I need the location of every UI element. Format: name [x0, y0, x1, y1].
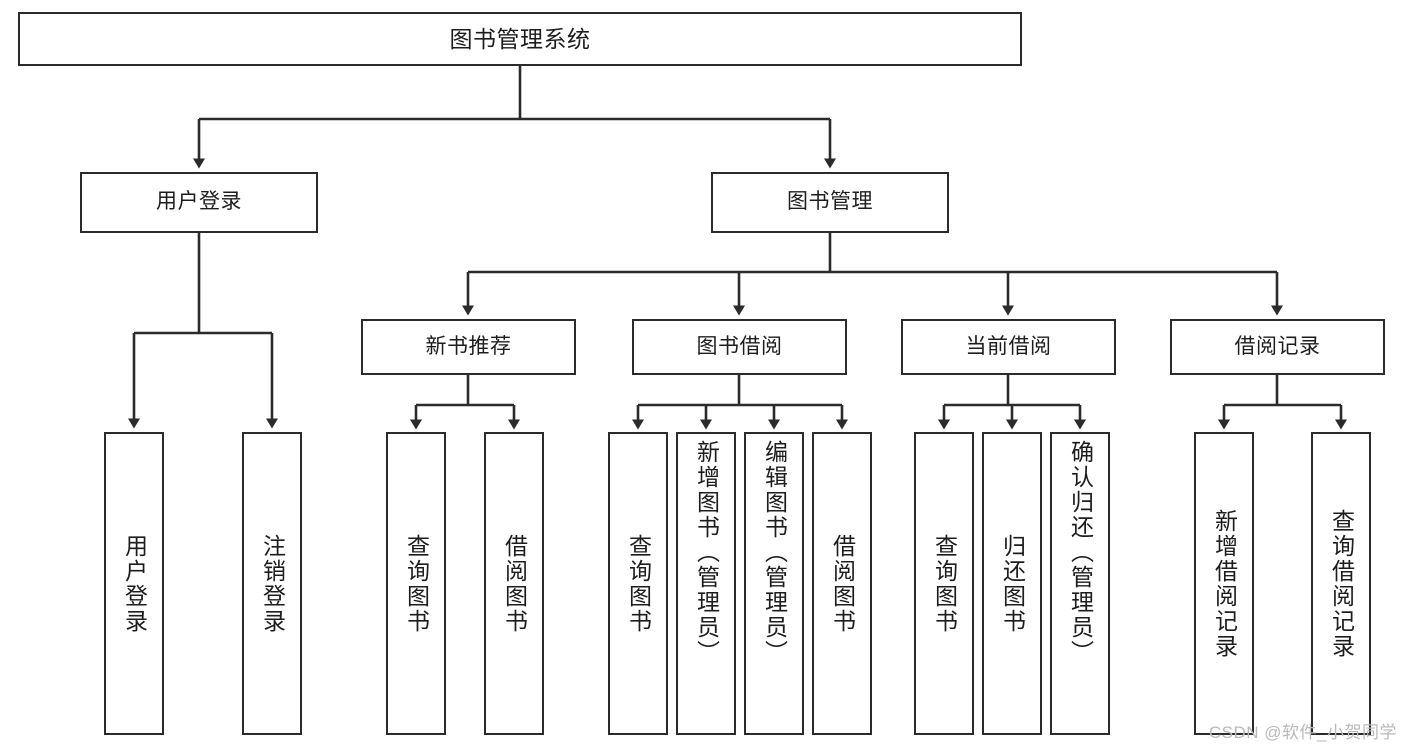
node-leaf-query-book-1[interactable]: 查询图书 — [386, 432, 446, 735]
node-leaf-add-book[interactable]: 新增图书（管理员） — [676, 432, 736, 735]
node-leaf-user-login[interactable]: 用户登录 — [104, 432, 164, 735]
node-leaf-confirm-return[interactable]: 确认归还（管理员） — [1050, 432, 1110, 735]
node-user-login[interactable]: 用户登录 — [80, 172, 318, 233]
node-label-leaf-borrow-book-2: 借阅图书 — [829, 533, 856, 634]
node-leaf-query-book-3[interactable]: 查询图书 — [914, 432, 974, 735]
node-label-root: 图书管理系统 — [449, 25, 591, 52]
node-label-user-login: 用户登录 — [156, 190, 242, 214]
node-leaf-logout[interactable]: 注销登录 — [242, 432, 302, 735]
node-label-new-book-recommend: 新书推荐 — [425, 334, 512, 358]
node-label-leaf-query-book-3: 查询图书 — [931, 533, 958, 634]
node-borrow-record[interactable]: 借阅记录 — [1170, 319, 1385, 375]
node-label-leaf-return-book: 归还图书 — [999, 533, 1026, 634]
node-label-leaf-query-book-2: 查询图书 — [625, 533, 652, 634]
csdn-watermark: CSDN @软件_小贺同学 — [1208, 723, 1397, 742]
node-leaf-query-book-2[interactable]: 查询图书 — [608, 432, 668, 735]
node-label-leaf-edit-book: 编辑图书（管理员） — [761, 440, 788, 665]
node-new-book-recommend[interactable]: 新书推荐 — [361, 319, 576, 375]
node-label-current-borrow: 当前借阅 — [965, 334, 1052, 358]
node-label-borrow-record: 借阅记录 — [1234, 334, 1321, 358]
node-book-borrow[interactable]: 图书借阅 — [632, 319, 847, 375]
node-label-leaf-add-book: 新增图书（管理员） — [693, 440, 720, 665]
node-book-manage[interactable]: 图书管理 — [711, 172, 949, 233]
node-label-leaf-query-record: 查询借阅记录 — [1328, 508, 1355, 659]
node-root-book-management-system[interactable]: 图书管理系统 — [18, 12, 1022, 66]
node-leaf-edit-book[interactable]: 编辑图书（管理员） — [744, 432, 804, 735]
node-label-leaf-query-book-1: 查询图书 — [403, 533, 430, 634]
node-label-leaf-confirm-return: 确认归还（管理员） — [1067, 440, 1094, 665]
node-leaf-borrow-book-2[interactable]: 借阅图书 — [812, 432, 872, 735]
node-leaf-return-book[interactable]: 归还图书 — [982, 432, 1042, 735]
node-label-leaf-logout: 注销登录 — [259, 533, 286, 634]
node-leaf-borrow-book-1[interactable]: 借阅图书 — [484, 432, 544, 735]
node-leaf-add-record[interactable]: 新增借阅记录 — [1194, 432, 1254, 735]
node-label-leaf-add-record: 新增借阅记录 — [1211, 508, 1238, 659]
node-label-book-borrow: 图书借阅 — [696, 334, 783, 358]
node-leaf-query-record[interactable]: 查询借阅记录 — [1311, 432, 1371, 735]
node-current-borrow[interactable]: 当前借阅 — [901, 319, 1116, 375]
node-label-leaf-user-login: 用户登录 — [121, 533, 148, 634]
node-label-leaf-borrow-book-1: 借阅图书 — [501, 533, 528, 634]
node-label-book-manage: 图书管理 — [787, 190, 873, 214]
